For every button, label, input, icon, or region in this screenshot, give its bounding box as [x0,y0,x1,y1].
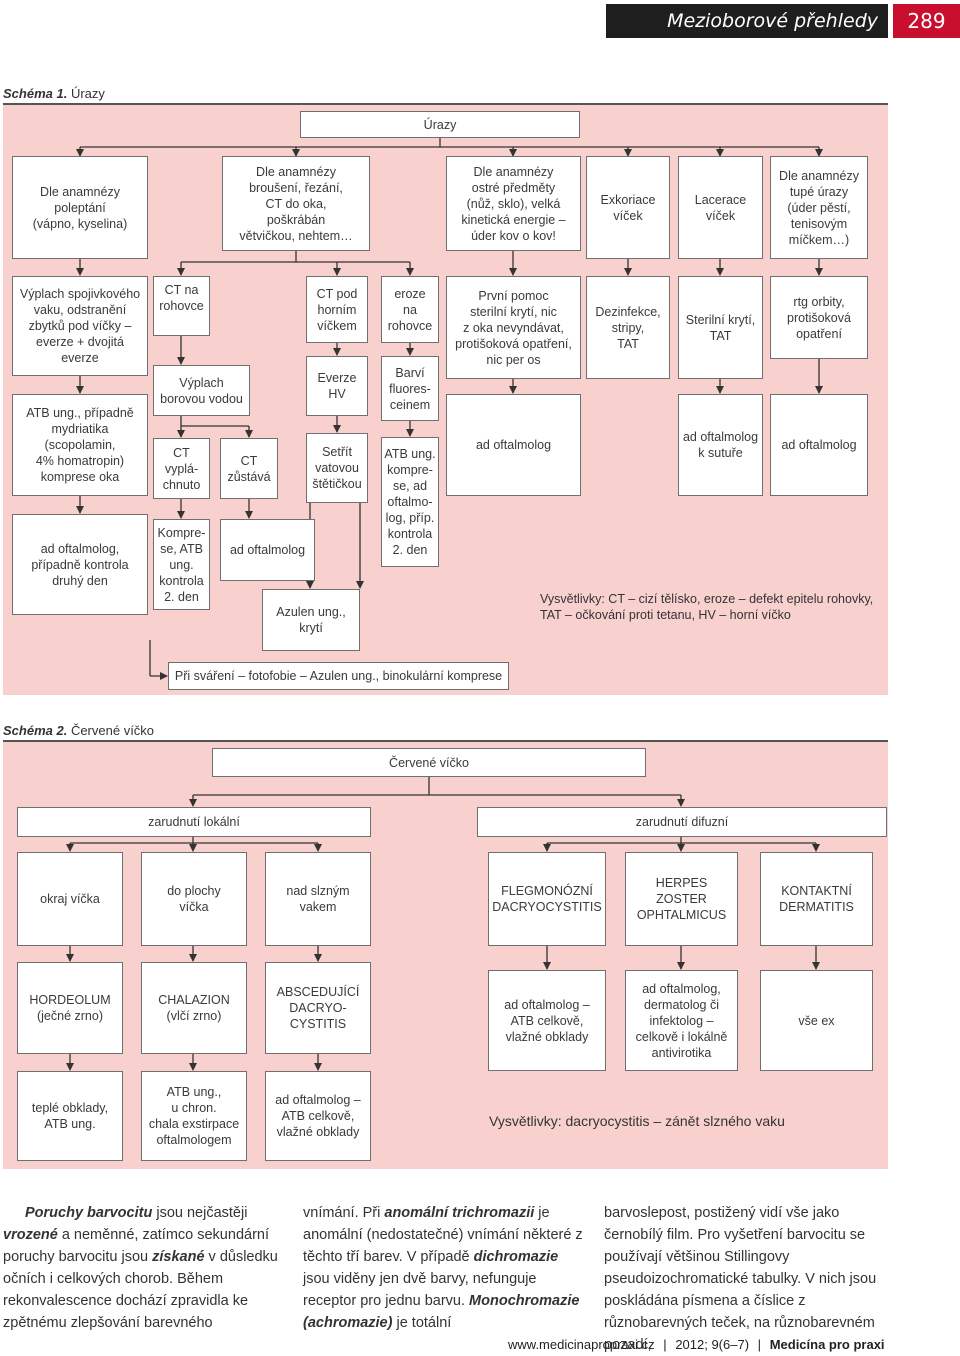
text-run: Monochromazie (achromazie) [303,1293,580,1331]
svareni-box: Při sváření – fotofobie – Azulen ung., b… [168,662,509,690]
schema2-caption-text: Červené víčko [67,723,155,738]
schema2-separator [3,740,888,742]
schema1-root-urazy: Úrazy [300,111,580,138]
atb-komprese: ATB ung. kompre- se, ad oftalmo- log, př… [381,437,439,567]
footer-sep-1: | [663,1337,667,1352]
chalazion: CHALAZION (vlčí zrno) [141,962,247,1054]
level1-exkoriace: Exkoriace víček [586,156,670,259]
level1-ostre-predmety: Dle anamnézy ostré předměty (nůž, sklo),… [446,156,581,251]
komprese-atb: Kompre- se, ATB ung. kontrola 2. den [153,519,210,610]
ad-oftalmolog-atb: ad oftalmolog – ATB celkově, vlažné obkl… [488,970,606,1071]
absceduj-dacryocystitis: ABSCEDUJÍCÍ DACRYO- CYSTITIS [265,962,371,1054]
text-run: v důsledku očních i celkových chorob. Bě… [3,1249,278,1331]
schema1-caption-label: Schéma 1. [3,86,68,101]
text-column-3: barvoslepost, postižený vidí vše jako če… [604,1202,888,1356]
schema2-caption: Schéma 2. Červené víčko [3,723,154,738]
text-run: dichromazie [473,1249,559,1265]
text-column-2: vnímání. Při anomální trichromazii je an… [303,1202,587,1334]
footer-site: www.medicinapropraxi.cz [508,1337,655,1352]
prvni-pomoc: První pomoc sterilní krytí, nic z oka ne… [446,276,581,379]
ct-na-rohovce: CT na rohovce [153,276,210,336]
nad-slznym-vakem: nad slzným vakem [265,852,371,946]
dezinfekce-stripy: Dezinfekce, stripy, TAT [586,276,670,379]
schema2-root: Červené víčko [212,748,646,777]
text-run: a neměnné, zatímco sekundární poruchy ba… [3,1227,269,1265]
okraj-vicka: okraj víčka [17,852,123,946]
col1-atb: ATB ung., případně mydriatika (scopolami… [12,394,148,496]
ad-oftalmolog-sutura: ad oftalmolog k sutuře [678,394,763,496]
col1-ad-oftalmolog: ad oftalmolog, případně kontrola druhý d… [12,514,148,615]
vse-ex: vše ex [760,970,873,1071]
teple-obklady: teplé obklady, ATB ung. [17,1071,123,1161]
ad-oftalmolog-dermatolog: ad oftalmolog, dermatolog či infektolog … [625,970,738,1071]
schema1-caption: Schéma 1. Úrazy [3,86,105,101]
text-run: vrozené [3,1227,58,1243]
footer-journal: Medicína pro praxi [769,1337,885,1352]
text-run: jsou viděny jen dvě barvy, nefunguje rec… [303,1271,537,1309]
level1-poleptani: Dle anamnézy poleptání (vápno, kyselina) [12,156,148,259]
text-run: barvoslepost, postižený vidí vše jako če… [604,1205,877,1353]
col1-vyplach: Výplach spojivkového vaku, odstranění zb… [12,276,148,376]
do-plochy-vicka: do plochy víčka [141,852,247,946]
level1-brouseni: Dle anamnézy broušení, řezání, CT do oka… [222,156,370,251]
vyplach-borovou-vodou: Výplach borovou vodou [153,365,250,416]
ct-pod-hornim-vickem: CT pod horním víčkem [306,276,368,343]
rtg-orbity: rtg orbity, protišoková opatření [770,276,868,359]
text-run: získané [152,1249,205,1265]
text-run: Poruchy barvocitu [25,1205,153,1221]
ct-zustava: CT zůstává [220,438,278,499]
text-run: anomální trichromazii [384,1205,535,1221]
eroze-na-rohovce: eroze na rohovce [381,276,439,343]
sterilni-kryti: Sterilní krytí, TAT [678,276,763,379]
schema1-explanation: Vysvětlivky: CT – cizí tělísko, eroze – … [540,592,874,622]
schema2-explanation: Vysvětlivky: dacryocystitis – zánět slzn… [489,1113,785,1129]
everze-hv: Everze HV [306,356,368,416]
text-run: vnímání. Při [303,1205,385,1221]
level1-lacerace: Lacerace víček [678,156,763,259]
zarudnuti-lokalni: zarudnutí lokální [17,807,371,837]
col3-ad-oftalmolog: ad oftalmolog [446,394,581,496]
footer: www.medicinapropraxi.cz | 2012; 9(6–7) |… [508,1337,885,1352]
schema2-caption-label: Schéma 2. [3,723,68,738]
setrit-vatovou: Setřít vatovou štětičkou [306,433,368,503]
hordeolum: HORDEOLUM (ječné zrno) [17,962,123,1054]
barvi-fluoresceinem: Barví fluores- ceinem [381,356,439,421]
kontaktni-dermatitis: KONTAKTNÍ DERMATITIS [760,852,873,946]
schema1-caption-text: Úrazy [67,86,105,101]
ad-oftalmolog-atb-celkove: ad oftalmolog – ATB celkově, vlažné obkl… [265,1071,371,1161]
schema1-separator [3,103,888,105]
text-column-1: Poruchy barvocitu jsou nejčastěji vrozen… [3,1202,287,1334]
text-run: jsou nejčastěji [152,1205,248,1221]
page-number: 289 [893,4,960,38]
footer-sep-2: | [757,1337,762,1352]
footer-issue: 2012; 9(6–7) [675,1337,750,1352]
ad-oftalmolog-ct: ad oftalmolog [220,519,315,581]
text-run: je totální [392,1315,452,1331]
section-title: Mezioborové přehledy [606,4,888,38]
atb-chron-chala: ATB ung., u chron. chala exstirpace ofta… [141,1071,247,1161]
azulen-kryti: Azulen ung., krytí [262,589,360,651]
level1-tupe-urazy: Dle anamnézy tupé úrazy (úder pěstí, ten… [770,156,868,259]
col6-ad-oftalmolog: ad oftalmolog [770,394,868,496]
flegmonozni-dacryocystitis: FLEGMONÓZNÍ DACRYOCYSTITIS [488,852,606,946]
zarudnuti-difuzni: zarudnutí difuzní [477,807,887,837]
ct-vyplachnuto: CT vyplá- chnuto [153,438,210,499]
herpes-zoster: HERPES ZOSTER OPHTALMICUS [625,852,738,946]
text-run: je anomální (nedostatečné) vnímání někte… [303,1205,583,1265]
